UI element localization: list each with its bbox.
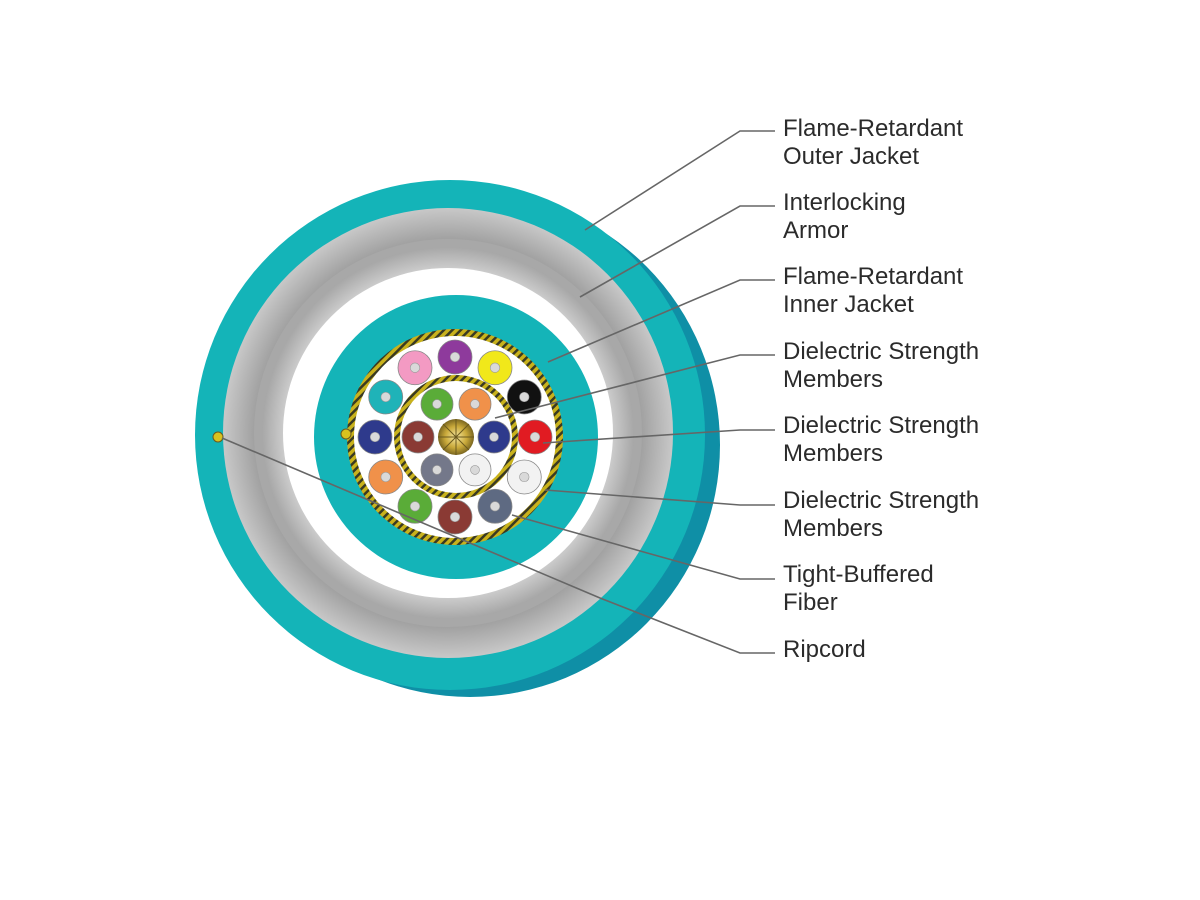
label-strength-members-2: Dielectric Strength Members <box>783 412 980 467</box>
inner-fiber-core-1 <box>470 399 480 409</box>
leader-line-outer-jacket <box>584 130 775 231</box>
outer-fiber-core-9 <box>380 471 391 483</box>
leader-line-tight-buffered-fiber <box>511 514 775 580</box>
inner-fiber-core-4 <box>432 465 442 475</box>
label-interlocking-armor: Interlocking Armor <box>783 189 906 244</box>
label-outer-jacket: Flame-Retardant Outer Jacket <box>783 115 964 170</box>
inner-fiber-ring <box>401 387 511 487</box>
outer-fiber-ring <box>357 339 553 535</box>
leader-line-ripcord <box>221 437 775 654</box>
leader-line-strength-1 <box>494 354 775 419</box>
inner-fiber-core-5 <box>413 432 423 442</box>
outer-fiber-core-5 <box>519 471 530 483</box>
label-strength-members-1: Dielectric Strength Members <box>783 338 980 393</box>
leader-lines <box>221 130 775 654</box>
outer-fiber-core-4 <box>529 431 541 443</box>
leader-line-armor <box>579 205 775 298</box>
outer-fiber-core-12 <box>409 362 421 373</box>
outer-fiber-core-11 <box>380 391 391 403</box>
outer-fiber-core-3 <box>519 391 530 403</box>
outer-fiber-core-10 <box>369 431 381 443</box>
central-strength-member-rays <box>438 419 474 455</box>
leader-line-inner-jacket <box>547 279 775 363</box>
ripcord-inner <box>340 428 352 440</box>
inner-fiber-core-6 <box>432 399 442 409</box>
inner-fiber-core-2 <box>489 432 499 442</box>
outer-fiber-core-1 <box>449 351 461 363</box>
label-inner-jacket: Flame-Retardant Inner Jacket <box>783 263 964 318</box>
armor-groove <box>254 239 642 627</box>
label-strength-members-3: Dielectric Strength Members <box>783 487 980 542</box>
outer-fiber-core-6 <box>489 501 501 512</box>
label-tight-buffered-fiber: Tight-Buffered Fiber <box>783 561 934 616</box>
outer-fiber-core-8 <box>409 501 421 512</box>
outer-fiber-core-7 <box>449 511 461 523</box>
leader-line-strength-3 <box>544 489 775 506</box>
label-ripcord: Ripcord <box>783 636 866 663</box>
inner-fiber-core-3 <box>470 465 480 475</box>
ripcord-outer <box>212 431 224 443</box>
leader-line-strength-2 <box>542 429 775 444</box>
outer-fiber-core-2 <box>489 362 501 373</box>
